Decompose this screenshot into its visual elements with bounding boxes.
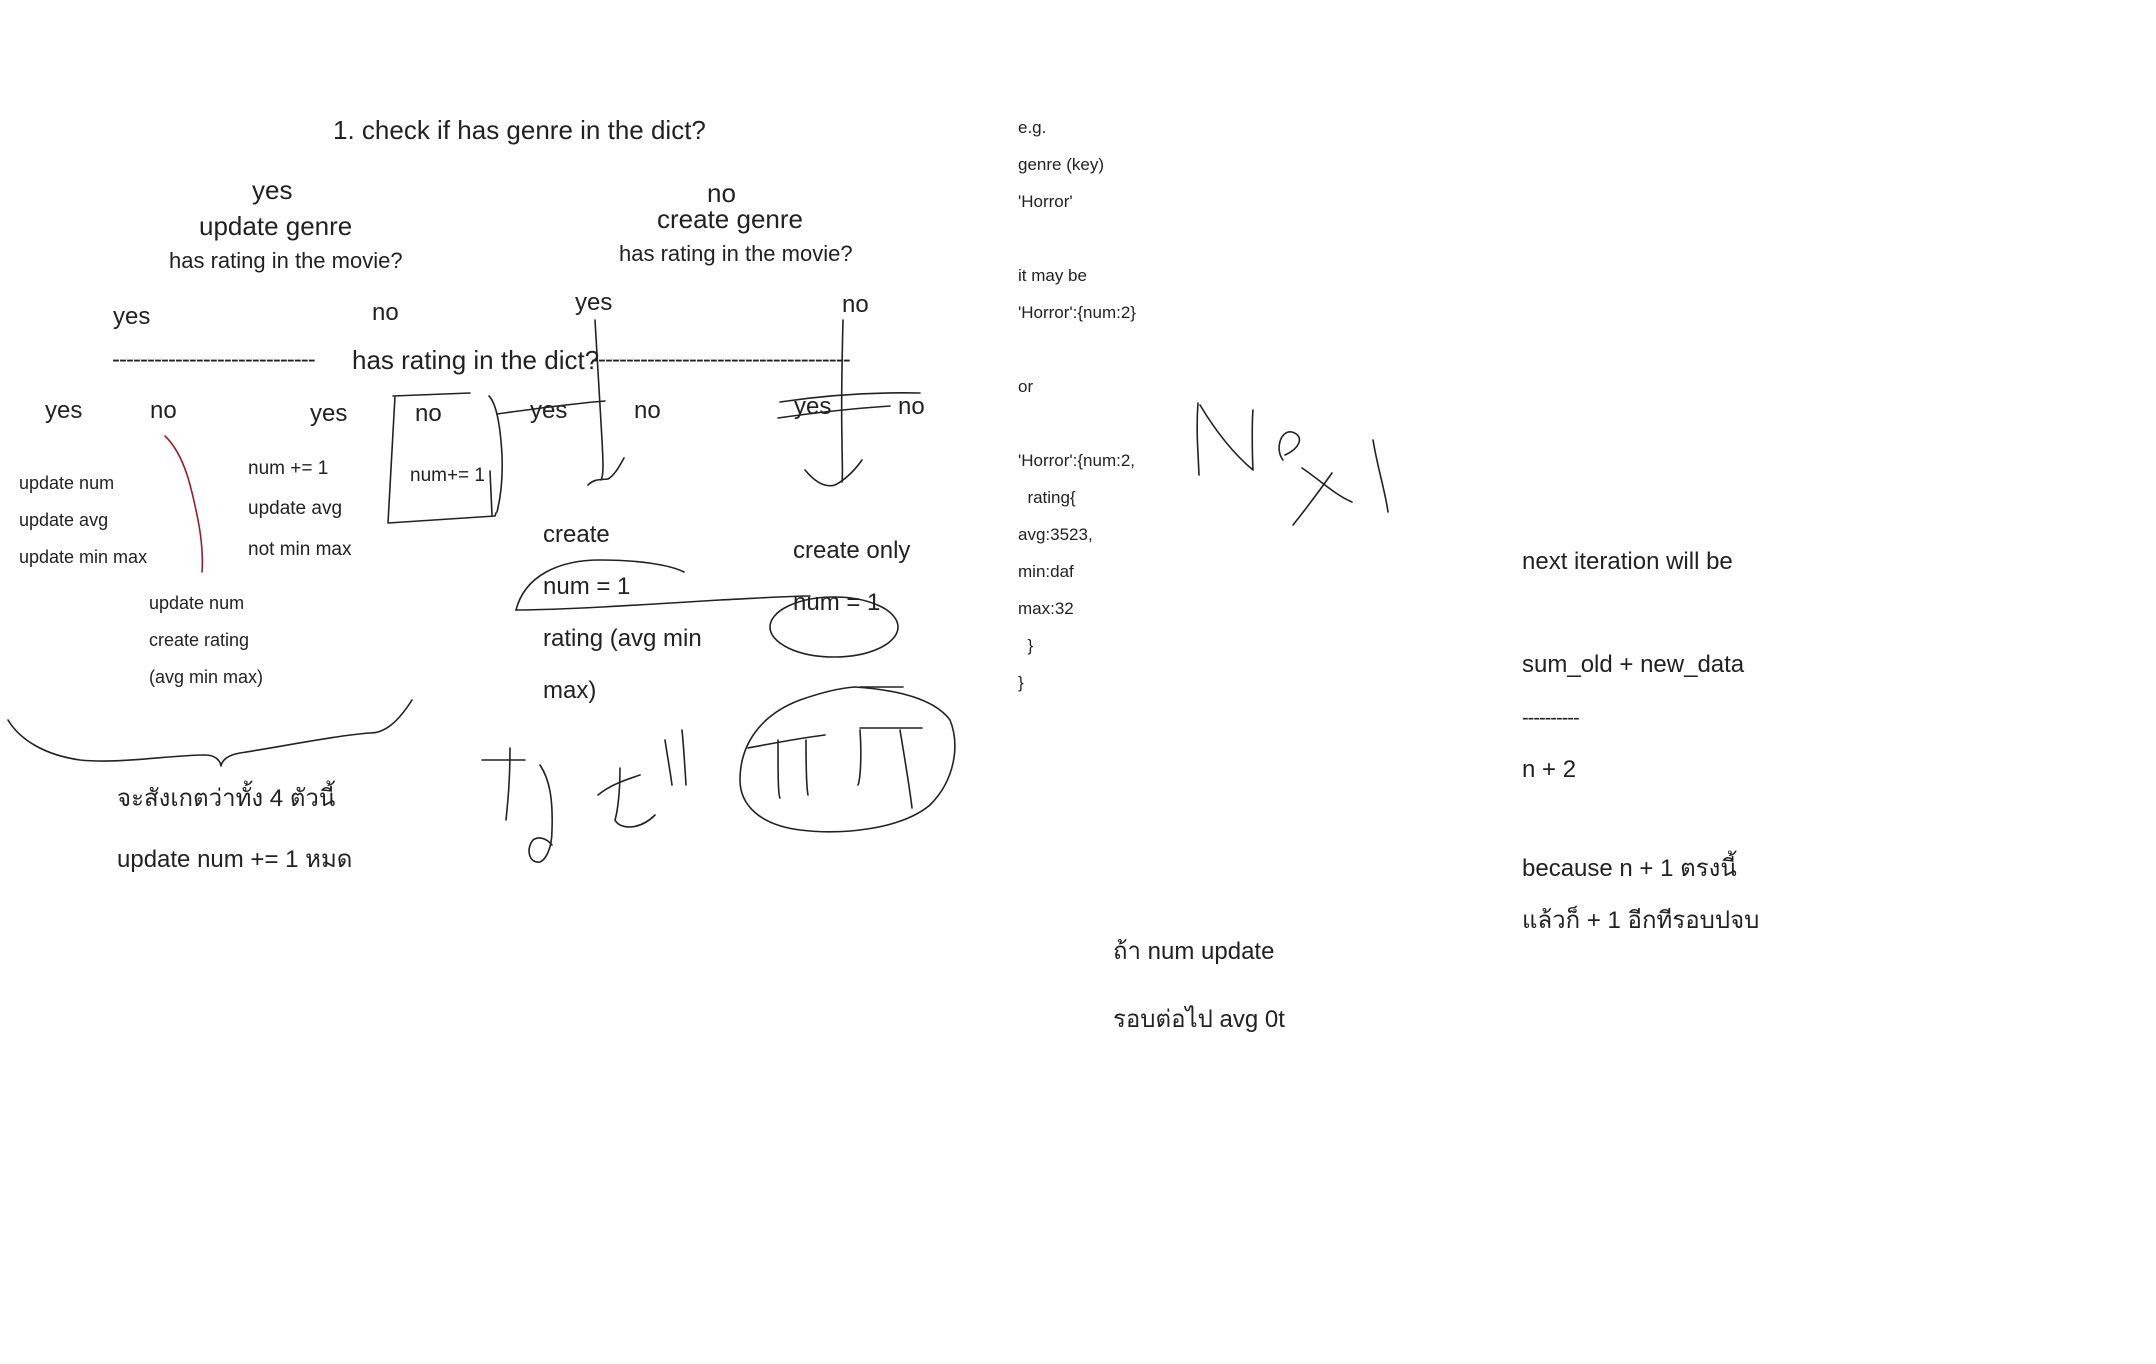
example-max: max:32 (1018, 599, 1074, 618)
create-max: max) (543, 677, 597, 704)
example-outer-close: } (1018, 673, 1024, 692)
create-only-label: create only (793, 537, 911, 564)
col2-num-plus: num += 1 (248, 458, 329, 479)
create-label: create (543, 521, 610, 548)
branch-yes-label: yes (252, 175, 293, 205)
thai-note-line-2: update num += 1 หมด (117, 846, 353, 873)
example-horror-num: 'Horror':{num:2} (1018, 303, 1136, 322)
brace-stroke (7, 699, 413, 767)
example-avg: avg:3523, (1018, 525, 1093, 544)
left-rating-question: has rating in the movie? (169, 248, 403, 273)
circle-scribble-stroke (739, 686, 956, 833)
dict-line-right-dashes: ------------------------------------- (591, 346, 851, 373)
right-rating-yes: yes (575, 289, 613, 316)
col1-update-num: update num (19, 473, 115, 493)
right-rating-no: no (842, 291, 869, 318)
right-note-thai-line: แล้วก็ + 1 อีกทีรอบปจบ (1522, 907, 1760, 934)
circle-inner-stroke (747, 686, 923, 809)
bottom-note-line-2: รอบต่อไป avg 0t (1113, 1006, 1285, 1033)
update-genre-label: update genre (199, 211, 353, 241)
right-note-next-iteration: next iteration will be (1522, 548, 1733, 575)
box-stroke (387, 392, 497, 524)
row-label-no-3: no (634, 397, 661, 424)
right-note-because: because n + 1 ตรงนี้ (1522, 855, 1737, 882)
branch-no-label: no (707, 178, 736, 208)
create-genre-label: create genre (657, 204, 803, 234)
dict-question: has rating in the dict? (352, 345, 600, 375)
right-note-n-plus-2: n + 2 (1522, 756, 1577, 783)
red-curve-stroke (164, 435, 204, 573)
left-rating-no: no (372, 299, 399, 326)
col3-num-plus: num+= 1 (410, 465, 485, 486)
flow-title: 1. check if has genre in the dict? (333, 115, 706, 145)
example-min: min:daf (1018, 562, 1074, 581)
example-or: or (1018, 377, 1034, 396)
row-label-yes-3: yes (530, 397, 568, 424)
example-inner-close: } (1018, 636, 1034, 655)
row-label-yes-1: yes (45, 397, 83, 424)
create-only-num-one: num = 1 (793, 589, 881, 616)
row-label-yes-4: yes (794, 393, 832, 420)
example-horror-num-rating: 'Horror':{num:2, (1018, 451, 1136, 470)
create-rating-avg-min: rating (avg min (543, 625, 702, 652)
scribble-stroke-2 (597, 729, 687, 828)
col1-update-min-max: update min max (19, 547, 148, 567)
thai-note-line-1: จะสังเกตว่าทั้ง 4 ตัวนี้ (117, 785, 336, 812)
bracket-stroke (488, 395, 503, 513)
example-it-may-be: it may be (1018, 266, 1087, 285)
row-label-no-2: no (415, 400, 442, 427)
right-note-sum: sum_old + new_data (1522, 651, 1745, 678)
example-genre-key: genre (key) (1018, 155, 1104, 174)
right-note-fraction-bar: ---------- (1522, 707, 1580, 729)
col1b-update-num: update num (149, 593, 245, 613)
dict-line-left-dashes: ----------------------------- (112, 346, 316, 373)
col1b-avg-min-max: (avg min max) (149, 667, 264, 687)
example-horror: 'Horror' (1018, 192, 1073, 211)
row-label-no-4: no (898, 393, 925, 420)
col1-update-avg: update avg (19, 510, 109, 530)
next-handwriting-stroke (1196, 402, 1389, 526)
col2-update-avg: update avg (248, 498, 343, 519)
create-num-one: num = 1 (543, 573, 631, 600)
row-label-no-1: no (150, 397, 177, 424)
row-label-yes-2: yes (310, 400, 348, 427)
col2-not-min-max: not min max (248, 539, 352, 560)
col1b-create-rating: create rating (149, 630, 250, 650)
left-rating-yes: yes (113, 303, 151, 330)
example-eg: e.g. (1018, 118, 1047, 137)
example-rating-open: rating{ (1018, 488, 1076, 507)
right-rating-question: has rating in the movie? (619, 241, 853, 266)
bottom-note-line-1: ถ้า num update (1113, 938, 1275, 965)
scribble-stroke-1 (481, 747, 553, 863)
